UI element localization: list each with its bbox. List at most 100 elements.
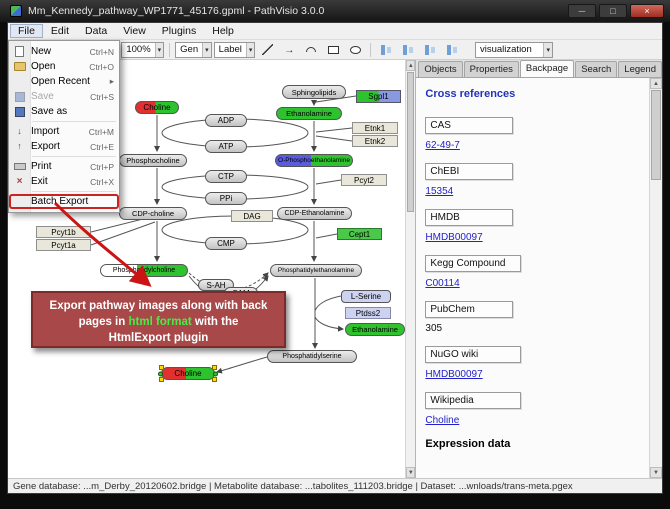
arc-icon [306,47,317,52]
canvas-scroll-track[interactable] [406,213,415,467]
sidepanel-scroll-track[interactable] [650,181,662,467]
pathway-node-etnk2[interactable]: Etnk2 [352,135,398,147]
file-menu-item-batch-export[interactable]: Batch Export [9,194,119,209]
file-menu-item-save-as[interactable]: Save as [9,104,119,119]
node-label: Cept1 [348,229,371,239]
selection-handle[interactable] [159,365,164,370]
pathway-node-cdp-choline[interactable]: CDP-choline [119,207,187,220]
menu-data[interactable]: Data [85,25,108,37]
scroll-up-icon[interactable]: ▲ [650,78,662,89]
scroll-up-icon[interactable]: ▲ [406,60,416,71]
node-label: ATP [218,142,234,151]
pathway-node-cmp[interactable]: CMP [205,237,247,250]
selection-handle[interactable] [212,377,217,382]
pathway-node-adp[interactable]: ADP [205,114,247,127]
tab-objects[interactable]: Objects [418,61,463,77]
menu-plugins[interactable]: Plugins [161,25,197,37]
menu-view[interactable]: View [123,25,146,37]
crossref-link-hmdb00097[interactable]: HMDB00097 [425,369,483,380]
pathway-node-ethanolamine[interactable]: Ethanolamine [345,323,405,336]
menu-item-label: Print [31,161,52,172]
tab-search[interactable]: Search [575,61,618,77]
crossref-link-c00114[interactable]: C00114 [425,278,460,289]
link-anchor-handle[interactable] [213,371,218,376]
pathway-node-ptdss2[interactable]: Ptdss2 [345,307,391,319]
canvas-vertical-scrollbar[interactable]: ▲ ▼ [405,60,416,478]
selection-handle[interactable] [212,365,217,370]
file-menu-item-open-recent[interactable]: Open Recent▸ [9,74,119,89]
visualization-select[interactable]: visualization ▾ [475,41,553,58]
menu-separator [32,121,116,122]
arc-tool-button[interactable] [301,41,321,58]
selection-handle[interactable] [159,377,164,382]
close-button[interactable]: × [630,4,664,18]
pathway-node-sgpl1[interactable]: Sgpl1 [356,90,401,103]
align-horizontal-button[interactable] [376,41,396,58]
pathway-node-l-serine[interactable]: L-Serine [341,290,391,303]
zoom-select[interactable]: 100% ▾ [121,41,165,58]
maximize-button[interactable]: □ [599,4,627,18]
stack-horizontal-button[interactable] [420,41,440,58]
canvas-scroll-thumb[interactable] [407,72,415,212]
menu-edit[interactable]: Edit [50,25,70,37]
pathway-node-ethanolamine[interactable]: Ethanolamine [276,107,342,120]
gene-template-select[interactable]: Gen ▾ [175,41,212,58]
pathway-node-phosphatidylethanolamine[interactable]: Phosphatidylethanolamine [270,264,362,277]
pathway-node-ppi[interactable]: PPi [205,192,247,205]
node-label: Pcyt1b [51,227,76,237]
sidepanel-scroll-thumb[interactable] [651,90,661,180]
pathway-node-pcyt1a[interactable]: Pcyt1a [36,239,91,251]
pathway-node-phosphatidylserine[interactable]: Phosphatidylserine [267,350,357,363]
crossref-link-15354[interactable]: 15354 [425,186,454,197]
annotation-line3: HtmlExport plugin [108,332,209,345]
menu-separator [32,191,116,192]
pathway-node-pcyt2[interactable]: Pcyt2 [341,174,387,186]
scroll-down-icon[interactable]: ▼ [406,467,416,478]
link-anchor-handle[interactable] [158,371,163,376]
crossref-link-choline[interactable]: Choline [425,415,460,426]
label-template-select[interactable]: Label ▾ [213,41,256,58]
minimize-button[interactable]: ─ [568,4,596,18]
sidepanel-scrollbar[interactable]: ▲ ▼ [649,78,662,478]
pathway-node-cdp-ethanolamine[interactable]: CDP-Ethanolamine [277,207,352,220]
rectangle-tool-button[interactable] [323,41,343,58]
menu-help[interactable]: Help [212,25,234,37]
pathway-node-o-phosphoethanolamine[interactable]: O-Phosphoethanolamine [275,154,353,167]
align-vertical-button[interactable] [398,41,418,58]
menu-file[interactable]: File [10,24,43,38]
pathway-node-cept1[interactable]: Cept1 [337,228,382,240]
stack-vertical-button[interactable] [442,41,462,58]
pathway-node-ctp[interactable]: CTP [205,170,247,183]
pathway-node-pcyt1b[interactable]: Pcyt1b [36,226,91,238]
node-label: Choline [174,369,202,378]
oval-tool-button[interactable] [345,41,365,58]
tab-properties[interactable]: Properties [463,61,519,77]
tab-legend[interactable]: Legend [618,61,662,77]
pathway-node-phosphatidylcholine[interactable]: Phosphatidylcholine [100,264,188,277]
pathway-node-choline[interactable]: Choline [135,101,179,114]
pathway-node-dag[interactable]: DAG [231,210,273,222]
pathway-node-atp[interactable]: ATP [205,140,247,153]
line-tool-button[interactable] [257,41,277,58]
tab-backpage[interactable]: Backpage [519,60,575,77]
crossref-link-hmdb00097[interactable]: HMDB00097 [425,232,483,243]
pathway-node-phosphocholine[interactable]: Phosphocholine [119,154,187,167]
scroll-down-icon[interactable]: ▼ [650,467,662,478]
pathway-node-sphingolipids[interactable]: Sphingolipids [282,85,346,99]
pathway-node-choline[interactable]: Choline [158,365,218,382]
pathway-node-etnk1[interactable]: Etnk1 [352,122,398,134]
crossref-link-62-49-7[interactable]: 62-49-7 [425,140,460,151]
arrow-tool-button[interactable] [279,41,299,58]
titlebar[interactable]: Mm_Kennedy_pathway_WP1771_45176.gpml - P… [0,0,670,22]
